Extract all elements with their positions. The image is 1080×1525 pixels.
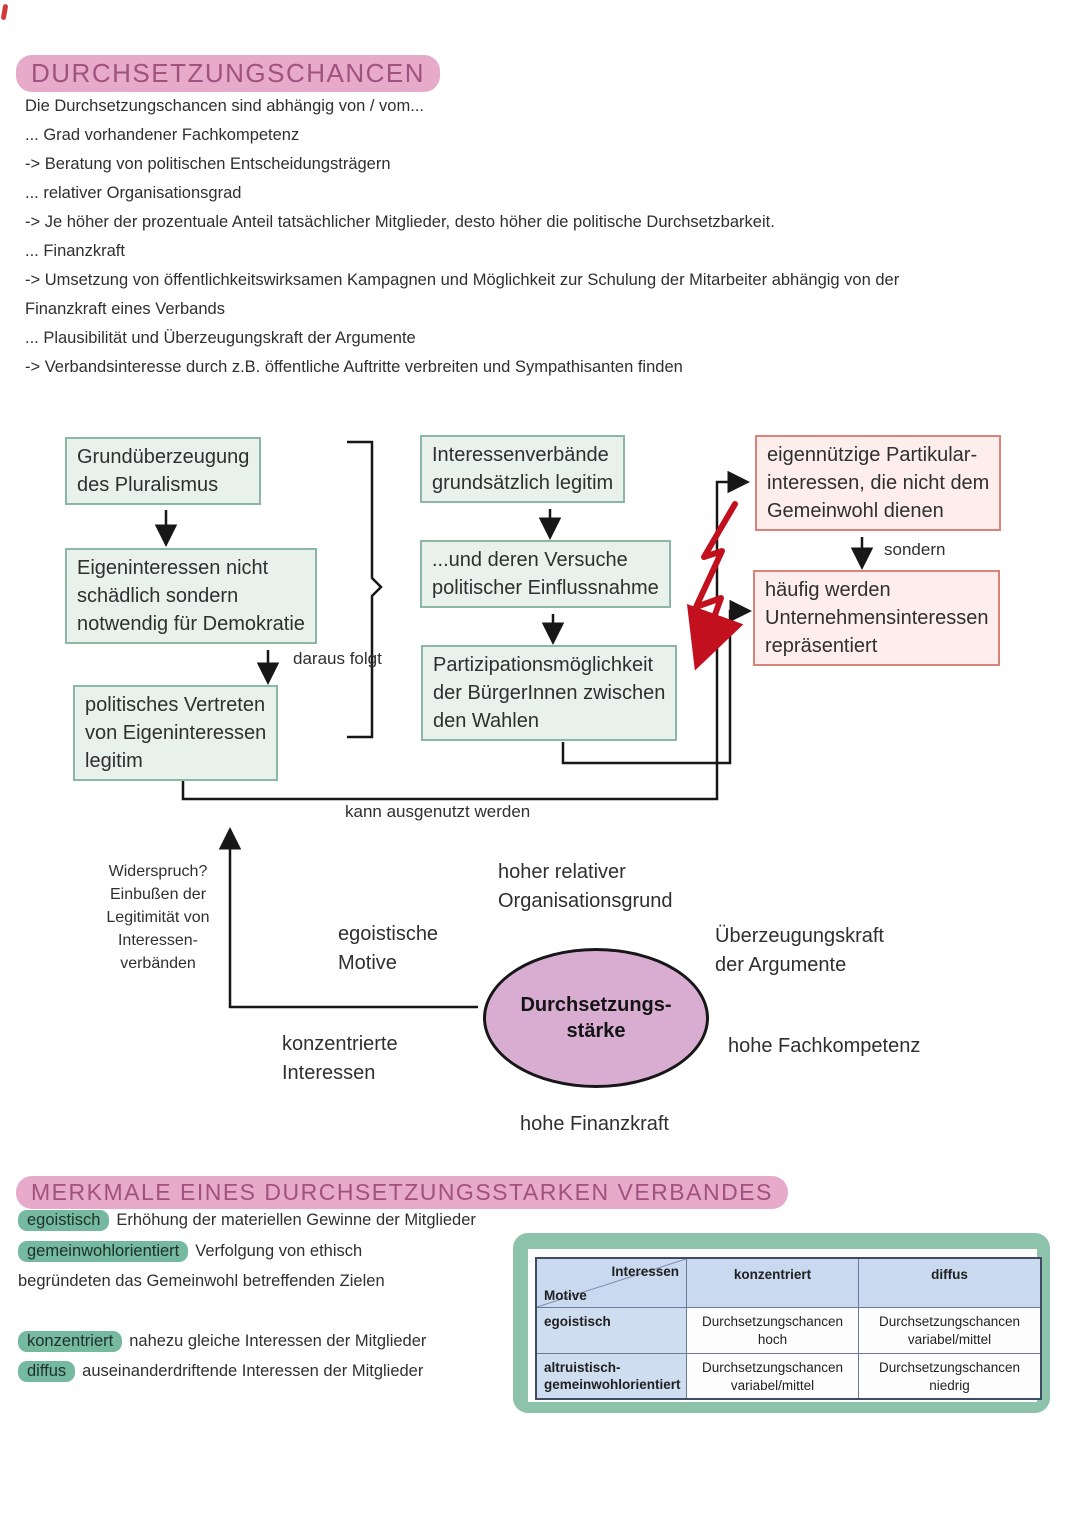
body-line: -> Verbandsinteresse durch z.B. öffentli… <box>25 358 683 376</box>
flow-box-einflussnahme: ...und deren Versuche politischer Einflu… <box>420 540 671 608</box>
body-line: Die Durchsetzungschancen sind abhängig v… <box>25 97 424 115</box>
definition-egoistisch: egoistisch Erhöhung der materiellen Gewin… <box>18 1210 476 1231</box>
factor-ueberzeugungskraft: Überzeugungskraft der Argumente <box>715 925 884 976</box>
body-line: ... Grad vorhandener Fachkompetenz <box>25 126 300 144</box>
factor-fachkompetenz: hohe Fachkompetenz <box>728 1035 921 1057</box>
flow-box-partikularinteressen: eigennützige Partikular- interessen, die… <box>755 435 1002 531</box>
definition-konzentriert: konzentriert nahezu gleiche Interessen de… <box>18 1331 426 1352</box>
term-highlight-gemeinwohlorientiert: gemeinwohlorientiert <box>18 1241 189 1262</box>
center-node-durchsetzungsstaerke: Durchsetzungs- stärke <box>483 948 709 1088</box>
label-sondern: sondern <box>884 540 946 559</box>
factor-egoistische-motive: egoistische Motive <box>338 923 439 974</box>
section2-title: MERKMALE EINES DURCHSETZUNGSSTARKEN VERB… <box>16 1176 788 1209</box>
definition-text: auseinanderdriftende Interessen der Mitg… <box>82 1362 424 1380</box>
feedback-note: Widerspruch? Einbußen der Legitimität vo… <box>106 863 210 972</box>
column-header-diffus: diffus <box>859 1259 1040 1308</box>
red-pen-mark <box>0 3 9 21</box>
body-line: -> Je höher der prozentuale Anteil tatsä… <box>25 213 775 231</box>
grouping-bracket <box>347 440 383 739</box>
column-header-konzentriert: konzentriert <box>687 1259 859 1308</box>
flow-box-unternehmensinteressen: häufig werden Unternehmensinteressen rep… <box>753 570 1001 666</box>
label-daraus-folgt: daraus folgt <box>293 649 382 668</box>
table-corner-cell: Interessen Motive <box>537 1259 687 1308</box>
corner-label-motive: Motive <box>544 1288 587 1303</box>
table-cell: Durchsetzungschancen hoch <box>687 1308 859 1354</box>
lightning-bolt-icon <box>686 501 744 671</box>
row-label-egoistisch: egoistisch <box>537 1308 687 1354</box>
definition-gemeinwohlorientiert-cont: begründeten das Gemeinwohl betreffenden … <box>18 1272 385 1290</box>
factor-organisationsgrund: hoher relativer Organisationsgrund <box>498 861 673 912</box>
flow-box-interessenverbaende: Interessenverbände grundsätzlich legitim <box>420 435 626 503</box>
body-line: -> Beratung von politischen Entscheidung… <box>25 155 391 173</box>
durchsetzungschancen-table: Interessen Motive konzentriert diffus eg… <box>535 1257 1042 1400</box>
table-cell: Durchsetzungschancen variabel/mittel <box>687 1354 859 1398</box>
flow-box-eigeninteressen: Eigeninteressen nicht schädlich sondern … <box>65 548 317 644</box>
definition-text: nahezu gleiche Interessen der Mitglieder <box>129 1332 427 1350</box>
factor-finanzkraft: hohe Finanzkraft <box>520 1113 669 1135</box>
definition-gemeinwohlorientiert: gemeinwohlorientiert Verfolgung von ethis… <box>18 1241 362 1262</box>
body-line: -> Umsetzung von öffentlichkeitswirksame… <box>25 271 900 289</box>
term-highlight-diffus: diffus <box>18 1361 76 1382</box>
term-highlight-egoistisch: egoistisch <box>18 1210 110 1231</box>
row-label-altruistisch: altruistisch- gemeinwohlorientiert <box>537 1354 687 1398</box>
definition-text: Erhöhung der materiellen Gewinne der Mit… <box>116 1211 476 1229</box>
table-cell: Durchsetzungschancen niedrig <box>859 1354 1040 1398</box>
body-line: ... relativer Organisationsgrad <box>25 184 242 202</box>
body-line: ... Finanzkraft <box>25 242 125 260</box>
label-kann-ausgenutzt: kann ausgenutzt werden <box>345 802 531 821</box>
body-line: ... Plausibilität und Überzeugungskraft … <box>25 329 416 347</box>
flow-box-partizipation: Partizipationsmöglichkeit der BürgerInne… <box>421 645 678 741</box>
section1-body: Die Durchsetzungschancen sind abhängig v… <box>25 92 899 382</box>
factor-konzentrierte-interessen: konzentrierte Interessen <box>282 1033 398 1084</box>
corner-label-interessen: Interessen <box>611 1264 679 1279</box>
table-cell: Durchsetzungschancen variabel/mittel <box>859 1308 1040 1354</box>
definition-diffus: diffus auseinanderdriftende Interessen de… <box>18 1361 423 1382</box>
flow-box-grundueberzeugung: Grundüberzeugung des Pluralismus <box>65 437 262 505</box>
body-line: Finanzkraft eines Verbands <box>25 300 225 318</box>
section1-title: DURCHSETZUNGSCHANCEN <box>16 55 441 92</box>
flow-box-politisches-vertreten: politisches Vertreten von Eigeninteresse… <box>73 685 279 781</box>
term-highlight-konzentriert: konzentriert <box>18 1331 123 1352</box>
definition-text: Verfolgung von ethisch <box>195 1242 363 1260</box>
